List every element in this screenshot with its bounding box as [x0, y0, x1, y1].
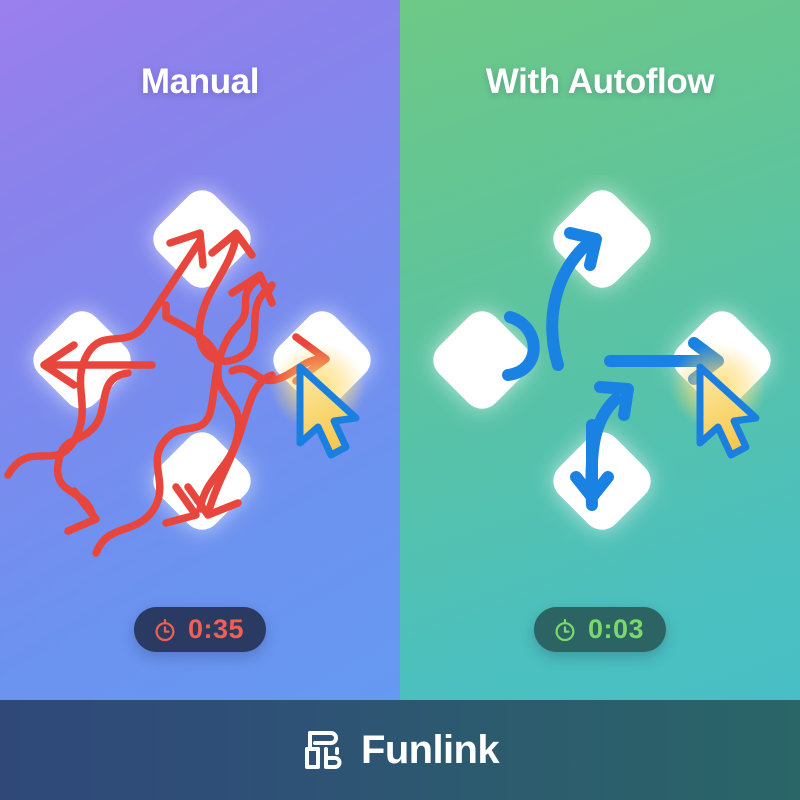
brand-name: Funlink: [360, 728, 500, 772]
stopwatch-icon: [155, 618, 175, 641]
stopwatch-icon: [555, 618, 575, 641]
panel-autoflow: With Autoflow: [400, 0, 800, 700]
timer-badge-autoflow: 0:03: [533, 607, 667, 652]
manual-flow-diagram: [0, 175, 400, 565]
timer-badge-manual: 0:35: [133, 607, 267, 652]
autoflow-flow-diagram: [400, 175, 800, 565]
timer-value-manual: 0:35: [187, 614, 245, 644]
panel-title-autoflow: With Autoflow: [485, 62, 715, 101]
cursor-arrow-icon: [296, 363, 360, 459]
funlink-logo-icon: [301, 727, 345, 773]
panel-manual: Manual: [0, 0, 400, 700]
timer-value-autoflow: 0:03: [587, 614, 645, 644]
manual-arrows: [4, 229, 330, 557]
footer-bar: Funlink: [0, 700, 800, 800]
card-left: [433, 311, 531, 409]
cursor-arrow-icon: [696, 363, 760, 459]
panels-container: Manual: [0, 0, 800, 700]
panel-title-manual: Manual: [140, 62, 260, 101]
cursor-group: [670, 343, 766, 459]
cursor-group: [270, 343, 366, 459]
